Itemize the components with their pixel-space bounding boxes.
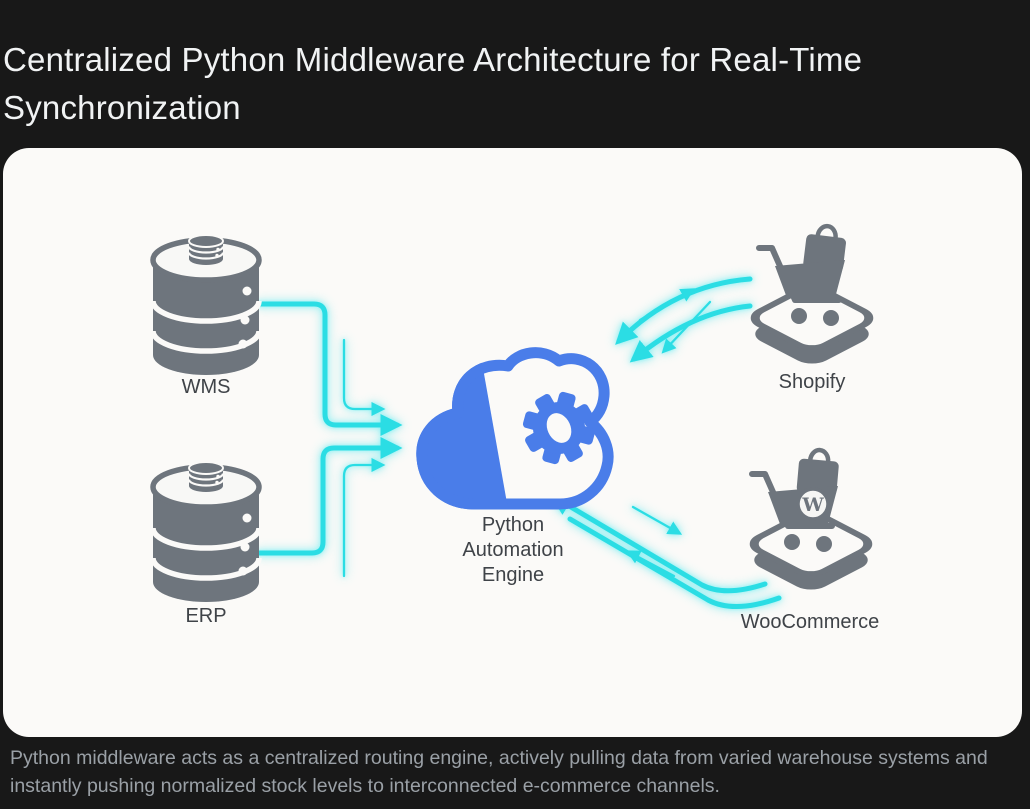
wms-to-engine-arrow	[256, 301, 403, 437]
shopify-label: Shopify	[779, 371, 846, 393]
page-title-line-2: Synchronization	[3, 89, 241, 126]
database-stack-icon	[187, 234, 225, 265]
diagram-panel: WMS	[3, 148, 1022, 737]
caption: Python middleware acts as a centralized …	[10, 744, 1020, 800]
database-icon	[150, 461, 262, 602]
shopping-bag-icon	[796, 447, 839, 496]
page-title-line-1: Centralized Python Middleware Architectu…	[3, 41, 863, 78]
erp-label: ERP	[185, 605, 226, 627]
database-icon	[150, 234, 262, 375]
wms-node: WMS	[150, 234, 262, 398]
engine-to-shopify-arrow	[638, 288, 696, 322]
flow-arrows	[256, 276, 782, 610]
woocommerce-to-engine-arrow	[549, 494, 768, 594]
caption-line-1: Python middleware acts as a centralized …	[10, 747, 988, 769]
wms-to-engine-arrow-inner	[342, 338, 386, 417]
caption-line-2: instantly pushing normalized stock level…	[10, 775, 720, 797]
platform-icon	[749, 512, 873, 590]
engine-label-line-2: Automation	[462, 539, 563, 561]
woocommerce-to-engine-arrow-thin	[625, 550, 676, 578]
shopping-cart-icon: W	[749, 447, 839, 552]
wordpress-badge-letter: W	[801, 494, 824, 516]
erp-node: ERP	[150, 461, 262, 627]
engine-node: Python Automation Engine	[416, 347, 614, 586]
engine-label: Python Automation Engine	[462, 514, 563, 586]
database-stack-icon	[187, 461, 225, 492]
shopify-node: Shopify	[750, 223, 874, 393]
erp-to-engine-arrow	[256, 436, 403, 556]
page-title: Centralized Python Middleware Architectu…	[3, 36, 1003, 132]
woocommerce-node: W WooCommerce	[741, 447, 880, 633]
erp-to-engine-arrow-inner	[342, 457, 386, 578]
woocommerce-label: WooCommerce	[741, 611, 880, 633]
engine-label-line-1: Python	[482, 514, 544, 536]
platform-icon	[750, 286, 874, 364]
wordpress-badge: W	[796, 487, 830, 521]
engine-to-woocommerce-arrow	[631, 505, 683, 535]
cloud-icon	[416, 347, 614, 510]
architecture-diagram: WMS	[150, 223, 880, 633]
engine-label-line-3: Engine	[482, 564, 544, 586]
woocommerce-to-engine-line	[567, 516, 782, 610]
shopify-to-engine-arrow-thin	[661, 300, 712, 354]
gear-icon	[522, 391, 596, 465]
shopping-cart-icon	[756, 223, 846, 326]
wms-label: WMS	[182, 376, 231, 398]
